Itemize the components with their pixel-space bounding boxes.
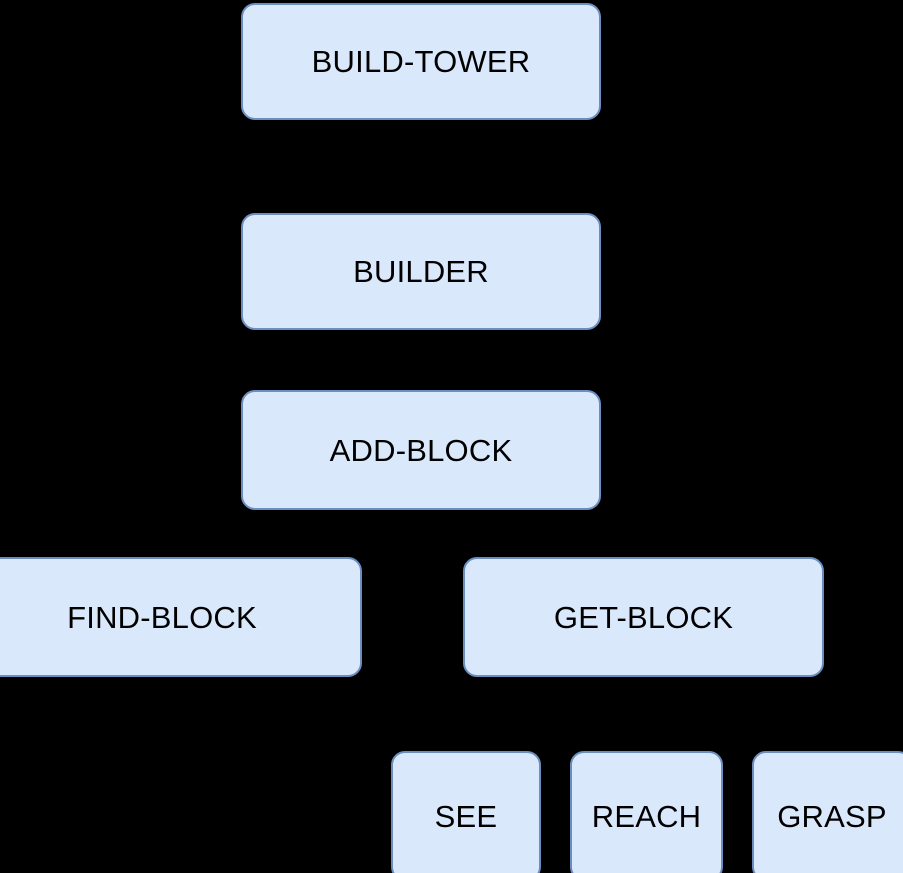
node-see[interactable]: SEE: [391, 751, 541, 873]
node-build-tower[interactable]: BUILD-TOWER: [241, 3, 601, 120]
node-label-add-block: ADD-BLOCK: [329, 432, 513, 468]
connector-build-tower-to-builder: [420, 120, 422, 213]
connector-builder-to-add-block: [420, 330, 422, 390]
node-label-reach: REACH: [591, 798, 702, 834]
node-label-get-block: GET-BLOCK: [553, 599, 734, 635]
node-label-find-block: FIND-BLOCK: [67, 599, 257, 635]
node-label-grasp: GRASP: [777, 798, 887, 834]
connector-get-block-to-reach: [646, 677, 648, 751]
node-label-build-tower: BUILD-TOWER: [311, 44, 531, 79]
node-reach[interactable]: REACH: [570, 751, 723, 873]
node-label-builder: BUILDER: [353, 254, 489, 289]
connector-get-block-to-see: [466, 677, 468, 751]
node-add-block[interactable]: ADD-BLOCK: [241, 390, 601, 510]
node-find-block[interactable]: FIND-BLOCK: [0, 557, 362, 677]
connector-add-block-to-get-block: [541, 510, 543, 557]
node-builder[interactable]: BUILDER: [241, 213, 601, 330]
node-grasp[interactable]: GRASP: [752, 751, 903, 873]
node-get-block[interactable]: GET-BLOCK: [463, 557, 824, 677]
node-label-see: SEE: [434, 798, 498, 834]
connector-add-block-to-find-block: [300, 510, 302, 557]
connector-get-block-to-grasp: [824, 677, 826, 751]
